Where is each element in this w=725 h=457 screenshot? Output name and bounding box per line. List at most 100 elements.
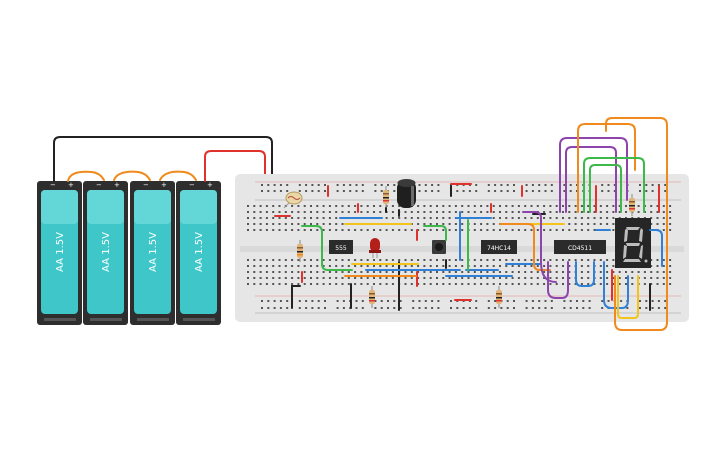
breadboard-hole[interactable] [286,184,289,186]
breadboard-hole[interactable] [429,205,432,207]
breadboard-hole[interactable] [662,271,665,273]
breadboard-hole[interactable] [511,259,514,261]
breadboard-hole[interactable] [563,190,566,192]
breadboard-hole[interactable] [664,300,667,302]
breadboard-hole[interactable] [580,217,583,219]
breadboard-hole[interactable] [506,307,509,309]
breadboard-hole[interactable] [587,211,590,213]
breadboard-hole[interactable] [467,211,470,213]
breadboard-hole[interactable] [601,190,604,192]
breadboard-hole[interactable] [347,265,350,267]
breadboard-hole[interactable] [284,211,287,213]
breadboard-hole[interactable] [410,265,413,267]
breadboard-hole[interactable] [500,184,503,186]
breadboard-hole[interactable] [550,190,553,192]
breadboard-hole[interactable] [499,277,501,279]
breadboard-hole[interactable] [531,300,534,302]
breadboard-hole[interactable] [662,205,665,207]
breadboard-hole[interactable] [385,229,388,231]
breadboard-hole[interactable] [317,190,320,192]
breadboard-hole[interactable] [538,300,541,302]
breadboard-hole[interactable] [391,229,394,231]
breadboard-hole[interactable] [625,283,627,285]
breadboard-hole[interactable] [587,217,590,219]
breadboard-hole[interactable] [360,259,363,261]
breadboard-hole[interactable] [278,265,281,267]
breadboard-hole[interactable] [347,211,350,213]
breadboard-hole[interactable] [448,283,451,285]
breadboard-hole[interactable] [303,259,306,261]
breadboard-hole[interactable] [555,259,558,261]
breadboard-hole[interactable] [580,211,583,213]
breadboard-hole[interactable] [580,271,583,273]
breadboard-hole[interactable] [284,223,287,225]
breadboard-hole[interactable] [322,283,325,285]
breadboard-hole[interactable] [418,184,421,186]
breadboard-hole[interactable] [499,211,501,213]
breadboard-hole[interactable] [580,229,583,231]
breadboard-hole[interactable] [517,277,520,279]
breadboard-hole[interactable] [543,265,546,267]
breadboard-hole[interactable] [316,229,319,231]
breadboard-hole[interactable] [487,190,490,192]
breadboard-hole[interactable] [480,211,483,213]
breadboard-hole[interactable] [373,229,375,231]
breadboard-hole[interactable] [436,271,438,273]
breadboard-hole[interactable] [423,229,426,231]
breadboard-hole[interactable] [360,229,363,231]
breadboard-hole[interactable] [499,283,501,285]
breadboard-hole[interactable] [468,307,471,309]
breadboard-hole[interactable] [524,283,527,285]
breadboard-hole[interactable] [461,277,464,279]
breadboard-hole[interactable] [473,205,476,207]
breadboard-hole[interactable] [259,283,262,285]
breadboard-hole[interactable] [247,229,249,231]
breadboard-hole[interactable] [341,229,344,231]
breadboard-hole[interactable] [467,283,470,285]
breadboard-hole[interactable] [513,184,515,186]
breadboard-hole[interactable] [322,259,325,261]
breadboard-hole[interactable] [524,277,527,279]
breadboard-hole[interactable] [511,283,514,285]
breadboard-hole[interactable] [517,211,520,213]
breadboard-hole[interactable] [664,184,667,186]
breadboard-hole[interactable] [606,205,609,207]
breadboard-hole[interactable] [563,307,566,309]
breadboard-hole[interactable] [544,184,547,186]
breadboard-hole[interactable] [385,259,388,261]
breadboard-hole[interactable] [373,271,375,273]
breadboard-hole[interactable] [456,190,459,192]
breadboard-hole[interactable] [524,229,527,231]
breadboard-hole[interactable] [380,300,383,302]
breadboard-hole[interactable] [574,217,577,219]
battery-4[interactable]: − + AA 1.5V [176,181,221,325]
breadboard-hole[interactable] [431,190,434,192]
breadboard-hole[interactable] [593,259,596,261]
breadboard-hole[interactable] [431,300,434,302]
breadboard-hole[interactable] [562,277,564,279]
breadboard-hole[interactable] [555,271,558,273]
breadboard-hole[interactable] [480,271,483,273]
breadboard-hole[interactable] [599,259,602,261]
breadboard-hole[interactable] [555,205,558,207]
wire-yellow[interactable] [617,275,639,319]
breadboard-hole[interactable] [475,307,478,309]
breadboard-hole[interactable] [391,259,394,261]
breadboard-hole[interactable] [643,277,646,279]
breadboard-hole[interactable] [355,307,358,309]
breadboard-hole[interactable] [568,271,571,273]
wire-green[interactable] [423,225,447,241]
breadboard-hole[interactable] [391,283,394,285]
breadboard-hole[interactable] [530,229,533,231]
breadboard-hole[interactable] [391,205,394,207]
breadboard-hole[interactable] [341,283,344,285]
breadboard-hole[interactable] [486,265,489,267]
breadboard-hole[interactable] [311,300,314,302]
breadboard-hole[interactable] [505,229,508,231]
breadboard-hole[interactable] [568,211,571,213]
breadboard-hole[interactable] [297,229,300,231]
breadboard-hole[interactable] [322,265,325,267]
breadboard-hole[interactable] [549,217,552,219]
breadboard-hole[interactable] [284,259,287,261]
breadboard-hole[interactable] [544,307,547,309]
